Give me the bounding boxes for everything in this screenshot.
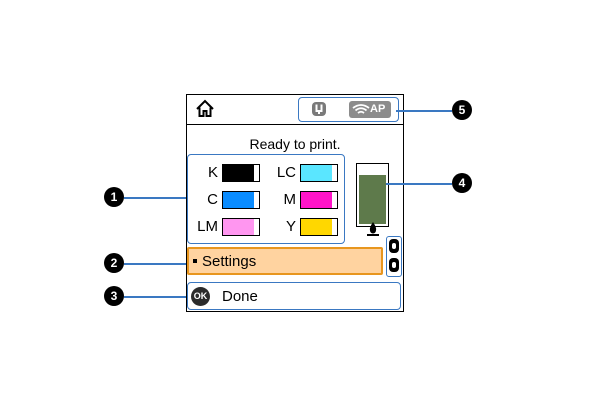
ok-button-icon[interactable]: OK	[191, 287, 210, 306]
header-divider	[187, 124, 403, 125]
maintenance-box-gauge[interactable]	[356, 163, 389, 227]
ink-label-k: K	[207, 164, 218, 181]
ink-cartridge-c	[222, 191, 260, 209]
ink-level-fill-lc	[301, 165, 332, 181]
callout-3-line	[124, 296, 186, 298]
memory-card-icon	[311, 101, 327, 117]
ink-label-m: M	[283, 191, 297, 208]
callout-1-marker: 1	[104, 187, 124, 207]
callout-2-marker: 2	[104, 253, 124, 273]
wifi-ap-icon: AP	[349, 101, 391, 118]
ink-label-lc: LC	[276, 164, 296, 181]
ink-level-fill-k	[223, 165, 254, 181]
ink-cartridge-k	[222, 164, 260, 182]
callout-4-line	[386, 183, 452, 185]
printer-lcd-screen: AP Ready to print. K LC C M LM Y Settings OK …	[186, 94, 404, 312]
callout-5-line	[396, 110, 452, 112]
ink-cartridge-lm	[222, 218, 260, 236]
maintenance-box-fill	[359, 175, 386, 224]
ink-label-lm: LM	[197, 218, 218, 235]
ink-level-fill-m	[301, 192, 332, 208]
settings-menu-item[interactable]: Settings	[187, 247, 383, 275]
callout-2-line	[124, 263, 186, 265]
callout-3-marker: 3	[104, 286, 124, 306]
ink-levels-area[interactable]: K LC C M LM Y	[187, 154, 345, 244]
ink-label-y: Y	[285, 218, 296, 235]
ink-level-fill-c	[223, 192, 254, 208]
done-label: Done	[222, 288, 258, 305]
scroll-indicator[interactable]	[386, 236, 402, 277]
callout-4-marker: 4	[452, 173, 472, 193]
ink-cartridge-y	[300, 218, 338, 236]
status-message: Ready to print.	[249, 136, 341, 152]
wifi-badge-label: AP	[370, 103, 386, 115]
scroll-down-icon[interactable]	[389, 258, 399, 272]
callout-5-marker: 5	[452, 100, 472, 120]
ink-label-c: C	[207, 191, 218, 208]
selection-bullet	[193, 259, 197, 263]
ink-level-fill-y	[301, 219, 332, 235]
ink-cartridge-m	[300, 191, 338, 209]
scroll-up-icon[interactable]	[389, 239, 399, 253]
ink-cartridge-lc	[300, 164, 338, 182]
network-status-area[interactable]: AP	[298, 97, 399, 122]
callout-1-line	[124, 197, 186, 199]
home-icon[interactable]	[195, 99, 215, 119]
ink-level-fill-lm	[223, 219, 254, 235]
ink-drop-icon	[365, 221, 381, 237]
done-bar[interactable]: OK Done	[187, 282, 401, 310]
settings-label: Settings	[202, 253, 257, 270]
